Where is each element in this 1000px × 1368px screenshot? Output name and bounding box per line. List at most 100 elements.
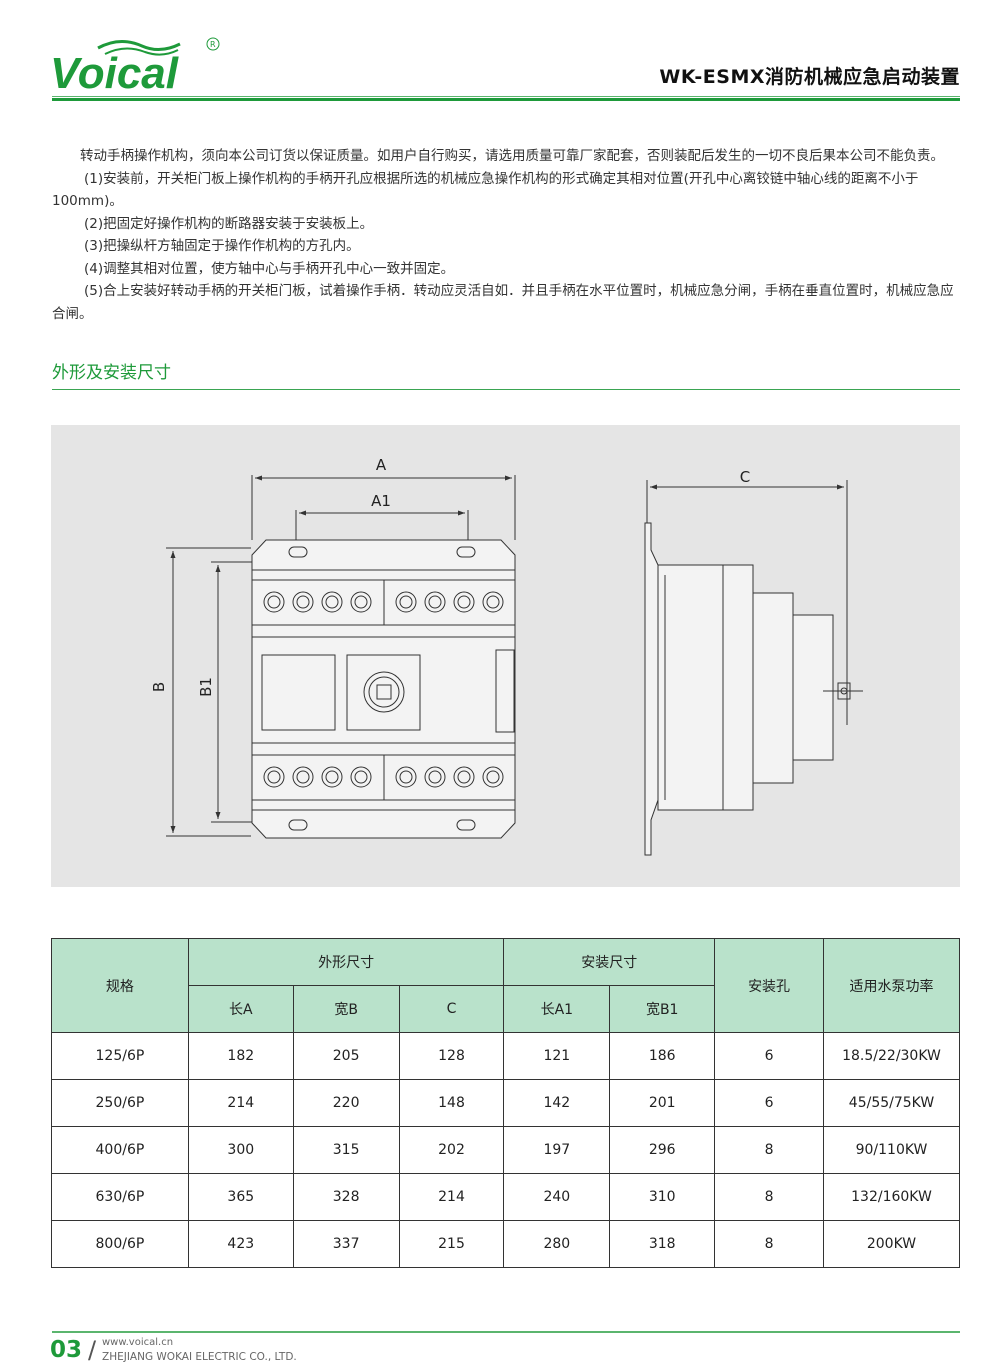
table-cell: 365 [187, 1173, 294, 1221]
table-cell: 630/6P [51, 1173, 189, 1221]
dim-label-a: A [376, 456, 387, 474]
terminal-screw-inner [399, 770, 413, 784]
header-width-b1: 宽B1 [609, 985, 716, 1033]
terminal-screw-inner [267, 770, 281, 784]
header-outer-dimensions: 外形尺寸 [187, 938, 505, 986]
voical-logo: Voical R [50, 36, 225, 98]
header-width-b: 宽B [292, 985, 400, 1033]
table-cell: 18.5/22/30KW [822, 1032, 961, 1080]
terminal-screw-inner [457, 770, 471, 784]
dim-label-a1: A1 [371, 492, 391, 510]
table-cell: 6 [714, 1032, 824, 1080]
terminal-screw-inner [267, 595, 281, 609]
table-cell: 201 [609, 1079, 716, 1127]
table-cell: 328 [292, 1173, 400, 1221]
terminal-screw-inner [428, 770, 442, 784]
table-cell: 125/6P [51, 1032, 189, 1080]
table-cell: 300 [187, 1126, 294, 1174]
terminal-screw-inner [457, 595, 471, 609]
page-number: 03 [50, 1337, 83, 1363]
dimension-diagram: A A1 C B B1 [51, 425, 960, 887]
table-cell: 214 [187, 1079, 294, 1127]
table-cell: 182 [187, 1032, 294, 1080]
header-length-a: 长A [187, 985, 294, 1033]
table-cell: 400/6P [51, 1126, 189, 1174]
terminal-screw [263, 591, 285, 613]
dim-label-b: B [150, 682, 168, 692]
table-cell: 186 [609, 1032, 716, 1080]
header-pump-power: 适用水泵功率 [822, 938, 961, 1033]
table-cell: 337 [292, 1220, 400, 1268]
table-cell: 315 [292, 1126, 400, 1174]
table-cell: 132/160KW [822, 1173, 961, 1221]
table-cell: 6 [714, 1079, 824, 1127]
header-divider-thick [52, 98, 960, 101]
terminal-screw-inner [354, 595, 368, 609]
table-cell: 142 [503, 1079, 611, 1127]
terminal-screw-inner [325, 595, 339, 609]
intro-step-5: (5)合上安装好转动手柄的开关柜门板，试着操作手柄．转动应灵活自如．并且手柄在水… [52, 283, 954, 322]
terminal-screw [350, 591, 372, 613]
terminal-screw [395, 591, 417, 613]
dim-label-c: C [740, 468, 750, 486]
header-length-a1: 长A1 [503, 985, 611, 1033]
terminal-screw-inner [296, 595, 310, 609]
table-cell: 202 [398, 1126, 505, 1174]
footer-slash: / [88, 1336, 97, 1364]
table-cell: 8 [714, 1126, 824, 1174]
svg-text:Voical: Voical [50, 49, 179, 94]
front-view [251, 539, 516, 839]
svg-text:R: R [210, 40, 216, 49]
table-cell: 310 [609, 1173, 716, 1221]
table-cell: 45/55/75KW [822, 1079, 961, 1127]
terminal-screw [321, 591, 343, 613]
spec-table: 规格 外形尺寸 安装尺寸 安装孔 适用水泵功率 长A 宽B C 长A1 宽B1 … [51, 938, 961, 1268]
footer-company: ZHEJIANG WOKAI ELECTRIC CO., LTD. [102, 1351, 297, 1363]
table-cell: 128 [398, 1032, 505, 1080]
header-mount-holes: 安装孔 [714, 938, 824, 1033]
intro-paragraph: 转动手柄操作机构，须向本公司订货以保证质量。如用户自行购买，请选用质量可靠厂家配… [80, 148, 944, 164]
table-cell: 240 [503, 1173, 611, 1221]
table-cell: 214 [398, 1173, 505, 1221]
table-cell: 90/110KW [822, 1126, 961, 1174]
table-cell: 220 [292, 1079, 400, 1127]
terminal-screw-inner [428, 595, 442, 609]
terminal-screw [321, 766, 343, 788]
intro-step-3: (3)把操纵杆方轴固定于操作作机构的方孔内。 [84, 238, 360, 254]
table-cell: 423 [187, 1220, 294, 1268]
intro-step-1: (1)安装前，开关柜门板上操作机构的手柄开孔应根据所选的机械应急操作机构的形式确… [52, 170, 919, 210]
table-cell: 200KW [822, 1220, 961, 1268]
intro-step-2: (2)把固定好操作机构的断路器安装于安装板上。 [84, 215, 374, 232]
terminal-screw [292, 591, 314, 613]
section-divider [52, 389, 960, 390]
table-cell: 296 [609, 1126, 716, 1174]
terminal-screw-inner [325, 770, 339, 784]
section-title: 外形及安装尺寸 [52, 363, 171, 383]
side-view [644, 522, 863, 856]
terminal-screw [453, 766, 475, 788]
table-cell: 121 [503, 1032, 611, 1080]
terminal-screw-inner [486, 770, 500, 784]
table-cell: 8 [714, 1173, 824, 1221]
footer-divider [52, 1331, 960, 1333]
table-cell: 148 [398, 1079, 505, 1127]
terminal-screw-inner [399, 595, 413, 609]
terminal-screw-inner [486, 595, 500, 609]
table-cell: 197 [503, 1126, 611, 1174]
table-cell: 318 [609, 1220, 716, 1268]
header-install-dimensions: 安装尺寸 [503, 938, 716, 986]
table-cell: 8 [714, 1220, 824, 1268]
header-spec: 规格 [51, 938, 189, 1033]
header-c: C [398, 985, 505, 1033]
terminal-screw [482, 766, 504, 788]
table-cell: 280 [503, 1220, 611, 1268]
terminal-screw [424, 766, 446, 788]
terminal-screw [395, 766, 417, 788]
arrowheads [170, 475, 844, 833]
dim-label-b1: B1 [197, 677, 215, 697]
table-cell: 205 [292, 1032, 400, 1080]
